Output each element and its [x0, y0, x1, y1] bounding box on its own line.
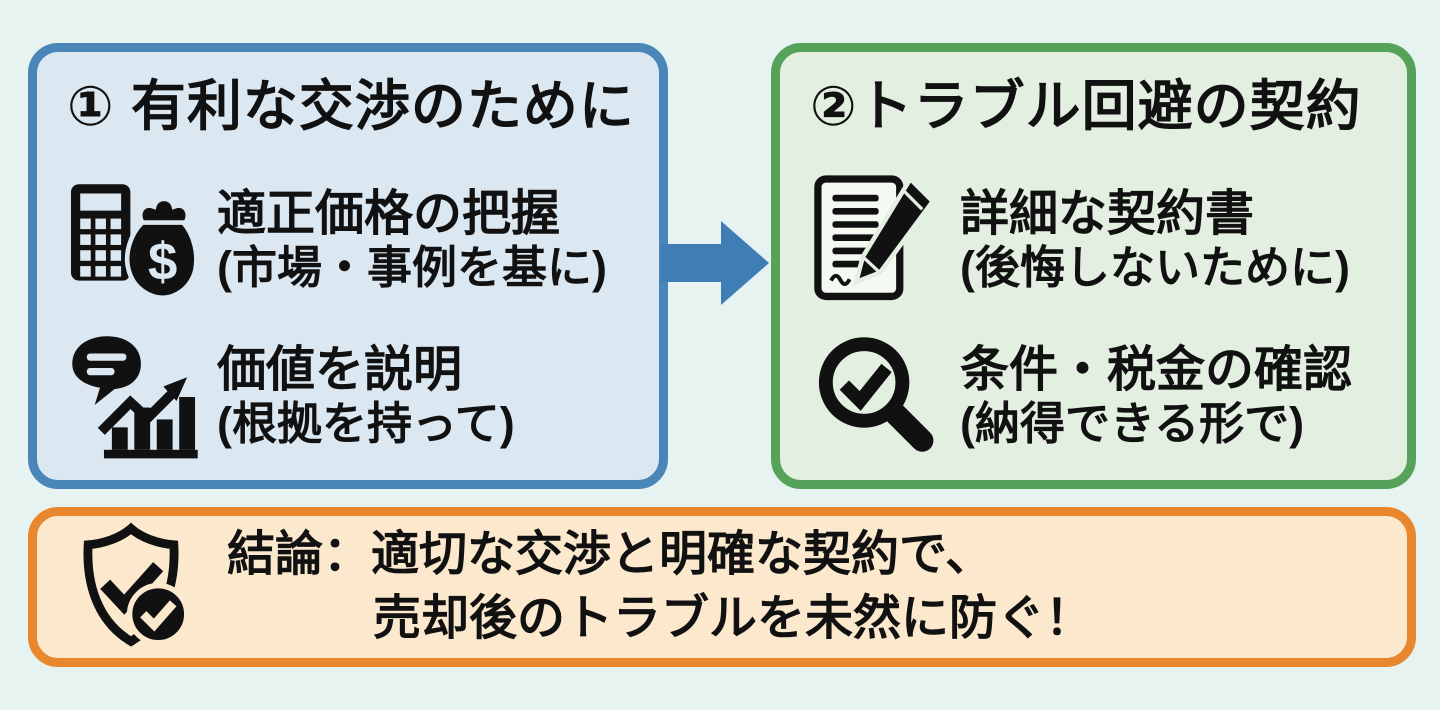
item-note: (後悔しないために) — [960, 241, 1350, 293]
right-box-title: ②トラブル回避の契約 — [810, 75, 1362, 137]
conclusion-box: 結論：適切な交渉と明確な契約で、 売却後のトラブルを未然に防ぐ！ — [28, 507, 1416, 667]
item-heading: 詳細な契約書 — [960, 186, 1255, 241]
item-note: (根拠を持って) — [217, 397, 515, 449]
magnifier-check-icon — [810, 331, 942, 463]
calculator-moneybag-icon: $ — [67, 175, 199, 307]
item-note: (納得できる形で) — [960, 397, 1305, 449]
item-heading: 適正価格の把握 — [217, 186, 561, 241]
item-row: 価値を説明 (根拠を持って) — [67, 331, 649, 463]
item-note: (市場・事例を基に) — [217, 241, 607, 293]
conclusion-line2: 売却後のトラブルを未然に防ぐ！ — [373, 592, 1094, 645]
item-heading: 価値を説明 — [217, 342, 463, 397]
left-box-title: ① 有利な交渉のために — [67, 75, 635, 137]
speech-bubble-chart-icon — [67, 331, 199, 463]
item-row: 詳細な契約書 (後悔しないために) — [810, 174, 1397, 307]
contract-pen-icon — [810, 174, 942, 307]
item-heading: 条件・税金の確認 — [960, 342, 1353, 397]
flow-arrow-icon — [661, 217, 773, 309]
svg-text:$: $ — [148, 232, 177, 291]
conclusion-line1: 結論：適切な交渉と明確な契約で、 — [227, 527, 994, 581]
item-row: $ 適正価格の把握 (市場・事例を基に) — [67, 175, 649, 307]
left-box: ① 有利な交渉のために $ — [28, 43, 668, 489]
item-row: 条件・税金の確認 (納得できる形で) — [810, 331, 1397, 463]
shield-check-icon — [63, 519, 199, 655]
right-box: ②トラブル回避の契約 — [771, 43, 1416, 489]
